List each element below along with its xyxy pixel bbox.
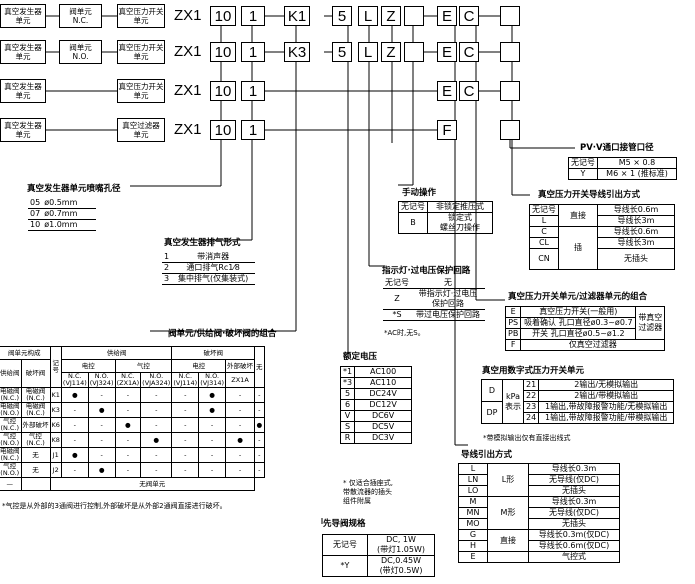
sw-lead-title: 真空压力开关导线引出方式 — [538, 190, 641, 200]
table-row: 电磁阀 (N.O.)电磁阀 (N.C.)K3-●---●-- — [0, 402, 265, 418]
model-prefix: ZX1 — [174, 43, 202, 60]
nozzle-title: 真空发生器单元喷嘴孔径 — [27, 184, 121, 194]
code-valve: K1 — [284, 6, 310, 26]
code-valve: K3 — [284, 42, 310, 62]
code-lead: L — [358, 6, 378, 26]
valve-unit-box-2: 阀单元 N.O. — [59, 40, 102, 64]
valve-combo-title: 阀单元/供给阀·破坏阀的组合 — [168, 329, 277, 339]
code-port — [500, 6, 520, 26]
valve-unit-box-1: 阀单元 N.C. — [59, 4, 102, 28]
code-nozzle: 10 — [210, 120, 236, 140]
port-title: PV·V通口接管口径 — [580, 143, 654, 153]
pressure-switch-box-3: 真空压力开关 单元 — [117, 79, 165, 103]
code-manual — [404, 6, 424, 26]
code-combo: E — [437, 6, 457, 26]
combo-title: 真空压力开关单元/过滤器单元的组合 — [508, 292, 648, 302]
vacuum-generator-box-4: 真空发生器 单元 — [0, 118, 46, 142]
code-sw-lead: C — [459, 81, 479, 101]
combo-filter-label: 带真空 过滤器 — [635, 306, 666, 340]
exhaust-title: 真空发生器排气形式 — [164, 238, 241, 248]
code-voltage: 5 — [332, 42, 352, 62]
model-prefix: ZX1 — [174, 121, 202, 138]
indicator-note: *AC时,无S。 — [384, 329, 425, 337]
code-exhaust: 1 — [241, 6, 265, 26]
lead-title: 导线引出方式 — [461, 450, 513, 460]
model-prefix: ZX1 — [174, 7, 202, 24]
code-indicator: Z — [381, 42, 401, 62]
table-row: —无阀单元 — [0, 477, 264, 491]
code-manual — [404, 42, 424, 62]
code-sw-lead: C — [459, 6, 479, 26]
valve-combo-table: 阀单元构成记号 供给阀破坏阀无 供给阀破坏阀 电控气控 电控外部破坏 N.C. … — [0, 346, 265, 491]
digital-note: *带模拟输出仅有直接出线式 — [483, 434, 571, 442]
code-nozzle: 10 — [210, 42, 236, 62]
indicator-title: 指示灯·过电压保护回路 — [382, 266, 471, 276]
manual-title: 手动操作 — [402, 188, 437, 198]
code-port — [500, 81, 520, 101]
pilot-title: 先导阀规格 — [323, 519, 366, 529]
code-exhaust: 1 — [241, 81, 265, 101]
code-nozzle: 10 — [210, 6, 236, 26]
code-nozzle: 10 — [210, 81, 236, 101]
voltage-note: * 仅适合插座式, 带散流器的插头 组件附属 — [343, 479, 393, 505]
model-prefix: ZX1 — [174, 82, 202, 99]
code-port — [500, 42, 520, 62]
vacuum-generator-box-2: 真空发生器 单元 — [0, 40, 46, 64]
code-voltage: 5 — [332, 6, 352, 26]
code-exhaust: 1 — [241, 42, 265, 62]
digital-title: 真空用数字式压力开关单元 — [482, 366, 585, 376]
code-sw-lead: C — [459, 42, 479, 62]
table-row: 电磁阀 (N.C.)电磁阀 (N.C.)K1●----●-- — [0, 387, 265, 403]
code-indicator: Z — [381, 6, 401, 26]
table-row: 气控 (N.O.)气控 (N.C.)K8---●--●- — [0, 432, 265, 448]
voltage-title: 额定电压 — [343, 352, 378, 362]
code-filter: F — [437, 120, 457, 140]
vacuum-generator-box-3: 真空发生器 单元 — [0, 79, 46, 103]
code-lead: L — [358, 42, 378, 62]
vacuum-filter-box-4: 真空过滤器 单元 — [117, 118, 165, 142]
code-exhaust: 1 — [241, 120, 265, 140]
valve-note: *气控是从外部的3通阀进行控制,外部破坏是从外部2通阀直接进行破坏。 — [2, 502, 227, 510]
pressure-switch-box-2: 真空压力开关 单元 — [117, 40, 165, 64]
vacuum-generator-box-1: 真空发生器 单元 — [0, 4, 46, 28]
code-port — [500, 120, 520, 140]
pressure-switch-box-1: 真空压力开关 单元 — [117, 4, 165, 28]
code-combo: E — [437, 42, 457, 62]
code-combo: E — [437, 81, 457, 101]
